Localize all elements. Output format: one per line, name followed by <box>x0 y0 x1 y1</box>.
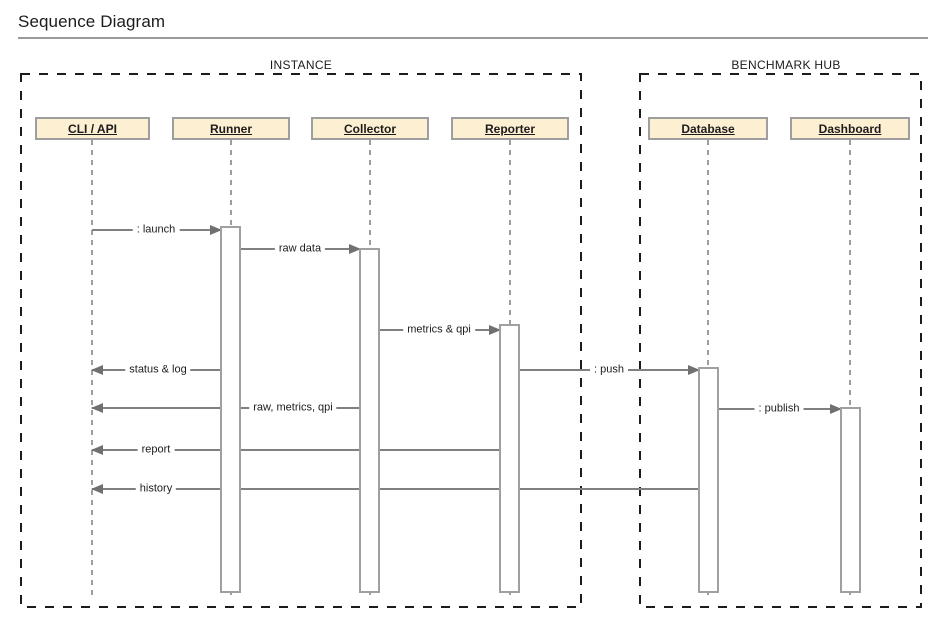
group-label-instance: INSTANCE <box>269 58 333 72</box>
message-label-raw-metrics-qpi: raw, metrics, qpi <box>249 402 337 414</box>
lifeline-header-runner[interactable]: Runner <box>172 117 290 140</box>
lifeline-label-cli-api: CLI / API <box>68 121 117 136</box>
title-divider <box>18 37 928 39</box>
group-frames <box>20 73 922 608</box>
runner-activation[interactable] <box>220 226 241 593</box>
message-label-raw-data: raw data <box>274 243 326 255</box>
group-frame-benchmark-hub <box>639 73 922 608</box>
lifeline-label-dashboard: Dashboard <box>818 121 882 136</box>
message-label-launch: : launch <box>132 224 180 236</box>
reporter-activation[interactable] <box>499 324 520 593</box>
database-activation[interactable] <box>698 367 719 593</box>
message-label-publish: : publish <box>754 403 804 415</box>
lifeline-label-collector: Collector <box>343 121 396 136</box>
lifeline-label-runner: Runner <box>210 121 252 136</box>
collector-activation[interactable] <box>359 248 380 593</box>
message-label-history: history <box>135 483 177 495</box>
message-label-report: report <box>137 444 175 456</box>
message-label-push: : push <box>590 364 628 376</box>
message-arrows <box>91 225 842 494</box>
message-label-status-log: status & log <box>125 364 191 376</box>
page-title: Sequence Diagram <box>18 12 166 31</box>
lifeline-header-cli-api[interactable]: CLI / API <box>35 117 150 140</box>
lifeline-header-dashboard[interactable]: Dashboard <box>790 117 910 140</box>
lifeline-label-database: Database <box>681 121 735 136</box>
lifeline-header-reporter[interactable]: Reporter <box>451 117 569 140</box>
activation-bars <box>220 226 861 593</box>
lifeline-label-reporter: Reporter <box>484 121 535 136</box>
lifeline-header-collector[interactable]: Collector <box>311 117 429 140</box>
group-frame-instance <box>20 73 582 608</box>
dashboard-activation[interactable] <box>840 407 861 593</box>
lifeline-header-database[interactable]: Database <box>648 117 768 140</box>
group-label-benchmark-hub: BENCHMARK HUB <box>731 58 841 72</box>
message-label-metrics-qpi: metrics & qpi <box>403 324 475 336</box>
